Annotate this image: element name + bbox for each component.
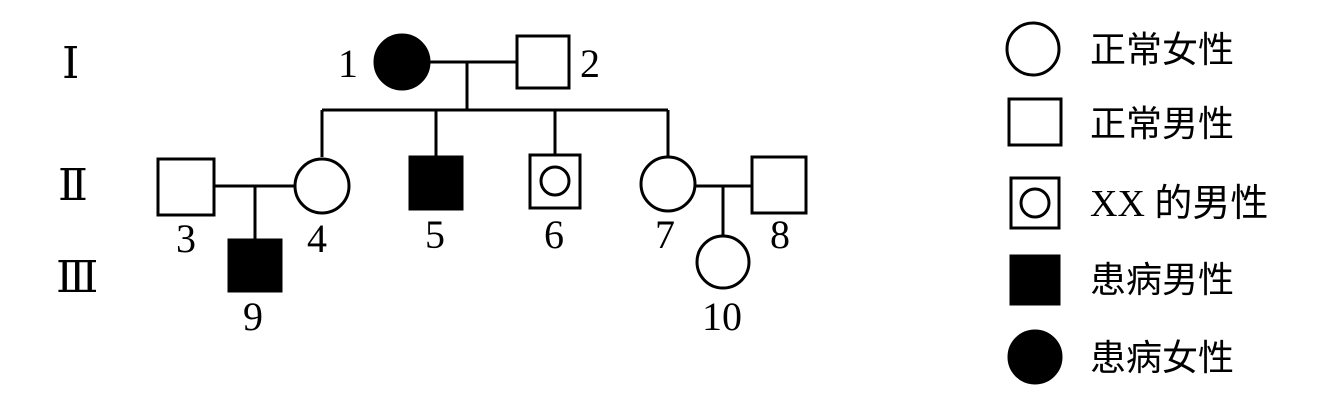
individual-label-5: 5: [425, 212, 445, 257]
individual-label-2: 2: [580, 41, 600, 86]
individual-label-4: 4: [307, 216, 327, 261]
legend-label-affected-female: 患病女性: [1090, 338, 1234, 379]
individual-label-6: 6: [544, 212, 564, 257]
individual-5-affected-male: [408, 155, 464, 211]
generation-label-3: Ⅲ: [56, 252, 98, 303]
individual-4-normal-female: [293, 157, 351, 215]
legend-xx-male-inner-circle: [1019, 187, 1051, 219]
generation-label-2: Ⅱ: [58, 160, 88, 211]
pedigree-lines: [215, 60, 752, 240]
legend-label-xx-male: XX 的男性: [1090, 183, 1268, 225]
individual-9-affected-male: [227, 238, 283, 293]
individual-label-8: 8: [770, 212, 790, 257]
individual-1-affected-female: [373, 33, 431, 91]
individual-label-3: 3: [176, 216, 196, 261]
legend-normal-male-symbol: [1007, 97, 1063, 147]
generation-label-1: Ⅰ: [62, 38, 79, 89]
individual-label-7: 7: [655, 212, 675, 257]
legend-normal-female-symbol: [1005, 21, 1061, 77]
legend: 正常女性 正常男性 XX 的男性 患病男性 患病女性: [1005, 21, 1268, 385]
individual-10-normal-female: [695, 234, 751, 290]
legend-affected-female-symbol: [1007, 329, 1063, 385]
legend-affected-male-symbol: [1009, 254, 1061, 306]
individual-label-1: 1: [338, 41, 358, 86]
xx-male-inner-circle: [539, 165, 571, 197]
individual-6-xx-male: [528, 153, 582, 210]
legend-label-normal-male: 正常男性: [1090, 104, 1234, 145]
individual-2-normal-male: [515, 34, 571, 90]
legend-label-normal-female: 正常女性: [1090, 30, 1234, 71]
individual-label-10: 10: [702, 294, 742, 339]
individual-3-normal-male: [156, 157, 216, 217]
individual-8-normal-male: [750, 155, 808, 215]
legend-label-affected-male: 患病男性: [1090, 260, 1234, 301]
individual-7-normal-female: [639, 155, 697, 213]
individual-label-9: 9: [243, 294, 263, 339]
